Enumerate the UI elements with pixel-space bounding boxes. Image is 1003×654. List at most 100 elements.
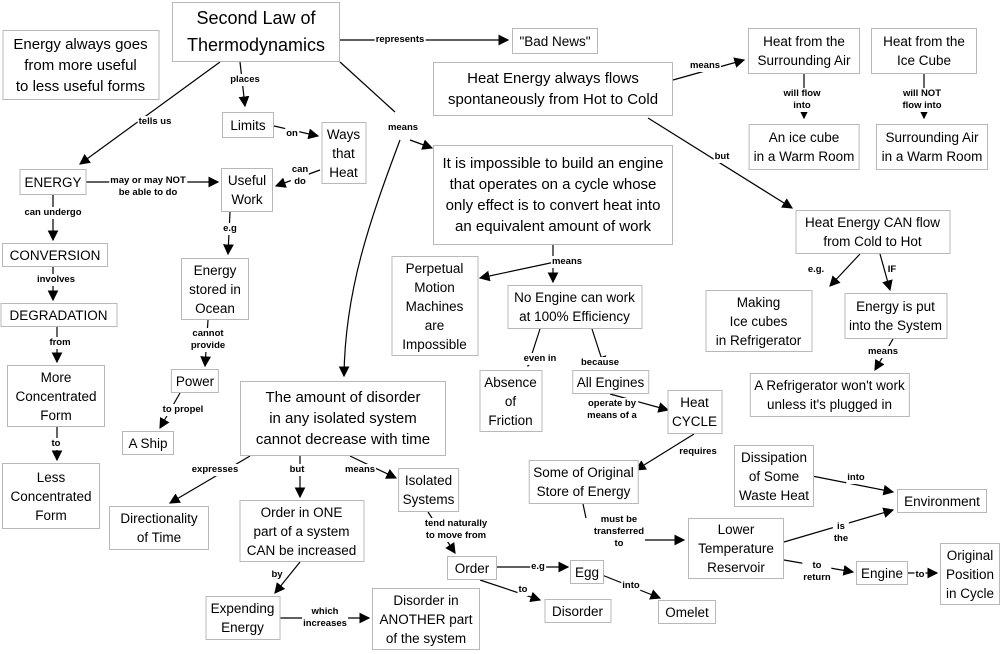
link-label-can-do: can do [290,164,310,188]
concept-order: Order [447,556,497,580]
link-label-to-propel: to propel [161,404,205,416]
concept-refrigerator: A Refrigerator won't work unless it's pl… [749,373,910,417]
link-label-means-main: means [386,122,420,134]
concept-power: Power [170,369,220,393]
link-label-into-env: into [846,472,866,484]
connector-arrow [647,117,794,209]
link-label-represents: represents [374,34,426,46]
concept-isolated: Isolated Systems [397,468,460,512]
concept-energy-forms: Energy always goes from more useful to l… [2,30,159,100]
concept-conversion: CONVERSION [2,243,108,267]
link-label-must-be: must be transferred to [592,514,646,550]
concept-useful-work: Useful Work [221,168,273,212]
link-label-to-position: to [914,569,926,581]
link-label-into-omelet: into [621,580,641,592]
link-label-operate-by: operate by means of a [586,398,638,422]
link-label-but-disorder: but [288,464,306,476]
concept-surrounding-air: Surrounding Air in a Warm Room [876,124,988,170]
connector-arrow [339,61,396,113]
link-label-cannot-provide: cannot provide [189,328,227,352]
link-label-can-undergo: can undergo [23,207,83,219]
link-label-eg-cold: e.g. [806,264,826,276]
connector-arrow [274,561,301,594]
connector-arrow [829,253,861,287]
concept-environment: Environment [897,489,987,513]
concept-disorder: Disorder [544,599,611,623]
concept-energy-ocean: Energy stored in Ocean [181,258,249,320]
concept-heat-cycle: Heat CYCLE [666,390,723,434]
concept-ice-cube-room: An ice cube in a Warm Room [748,124,860,170]
concept-directionality: Directionality of Time [109,506,209,550]
link-label-tend-naturally: tend naturally to move from [423,518,489,542]
link-label-will-not-flow: will NOT flow into [901,88,943,112]
connector-arrow [479,579,542,603]
link-label-means-heat: means [688,60,722,72]
link-label-eg-order: e.g [530,561,546,573]
link-label-eg-work: e.g [222,223,238,235]
link-label-may-or-may-not: may or may NOT be able to do [109,175,187,199]
connector-arrow [879,253,893,292]
concept-bad-news: "Bad News" [512,28,598,54]
link-label-to-less: to [50,438,62,450]
link-label-if: IF [886,264,898,276]
connector-arrow [79,61,221,165]
concept-dissipation: Dissipation of Some Waste Heat [733,445,815,507]
concept-ways-heat: Ways that Heat [321,122,366,184]
concept-omelet: Omelet [658,600,716,624]
concept-amount-disorder: The amount of disorder in any isolated s… [240,381,446,456]
link-label-is-the: is the [832,521,850,545]
concept-title: Second Law of Thermodynamics [172,2,340,62]
concept-original-position: Original Position in Cycle [940,543,1000,605]
link-label-from: from [48,337,72,349]
concept-more-concentrated: More Concentrated Form [7,365,105,427]
connector-arrow [338,139,401,378]
concept-engine: Engine [855,561,909,585]
link-label-on: on [285,128,299,140]
concept-less-concentrated: Less Concentrated Form [2,463,100,529]
concept-all-engines: All Engines [571,370,650,394]
link-label-but-heat: but [713,151,731,163]
concept-heat-air: Heat from the Surrounding Air [748,28,860,74]
link-label-which-increases: which increases [302,606,348,630]
concept-heat-flows: Heat Energy always flows spontaneously f… [433,62,673,116]
connector-arrow [409,139,434,150]
link-label-involves: involves [35,274,77,286]
concept-perpetual: Perpetual Motion Machines are Impossible [391,256,478,356]
concept-impossible-engine: It is impossible to build an engine that… [433,145,673,245]
link-label-to-return: to return [802,560,832,584]
concept-limits: Limits [222,112,274,138]
link-label-to-disorder: to [517,584,529,596]
concept-a-ship: A Ship [122,431,174,455]
link-label-means-isolated: means [343,464,377,476]
concept-heat-can-flow: Heat Energy CAN flow from Cold to Hot [795,210,950,254]
link-label-by: by [270,569,284,581]
concept-order-one: Order in ONE part of a system CAN be inc… [239,500,364,562]
concept-absence: Absence of Friction [479,370,542,432]
concept-some-original: Some of Original Store of Energy [528,460,639,504]
link-label-places: places [229,74,261,86]
concept-making-ice: Making Ice cubes in Refrigerator [705,290,812,352]
concept-disorder-another: Disorder in ANOTHER part of the system [372,588,480,650]
concept-lower-temp: Lower Temperature Reservoir [688,518,784,579]
concept-energy-put: Energy is put into the System [843,293,948,339]
link-label-will-flow: will flow into [782,88,822,112]
connector-arrow [168,455,251,504]
concept-energy: ENERGY [19,169,87,195]
concept-egg: Egg [569,560,605,584]
link-label-tells-us: tells us [137,116,173,128]
connector-arrow [582,503,587,519]
link-label-because: because [579,357,621,369]
link-label-means-fridge: means [866,346,900,358]
connector-arrow [634,433,695,471]
connector-arrow [609,393,670,413]
connector-arrow [811,475,895,496]
concept-degradation: DEGRADATION [0,303,117,327]
link-label-even-in: even in [522,353,558,365]
concept-no-engine: No Engine can work at 100% Efficiency [507,285,642,329]
link-label-requires: requires [678,446,718,458]
link-label-means-engine: means [550,256,584,268]
concept-expending: Expending Energy [205,596,280,640]
link-label-expresses: expresses [190,464,240,476]
concept-heat-ice: Heat from the Ice Cube [871,28,977,74]
